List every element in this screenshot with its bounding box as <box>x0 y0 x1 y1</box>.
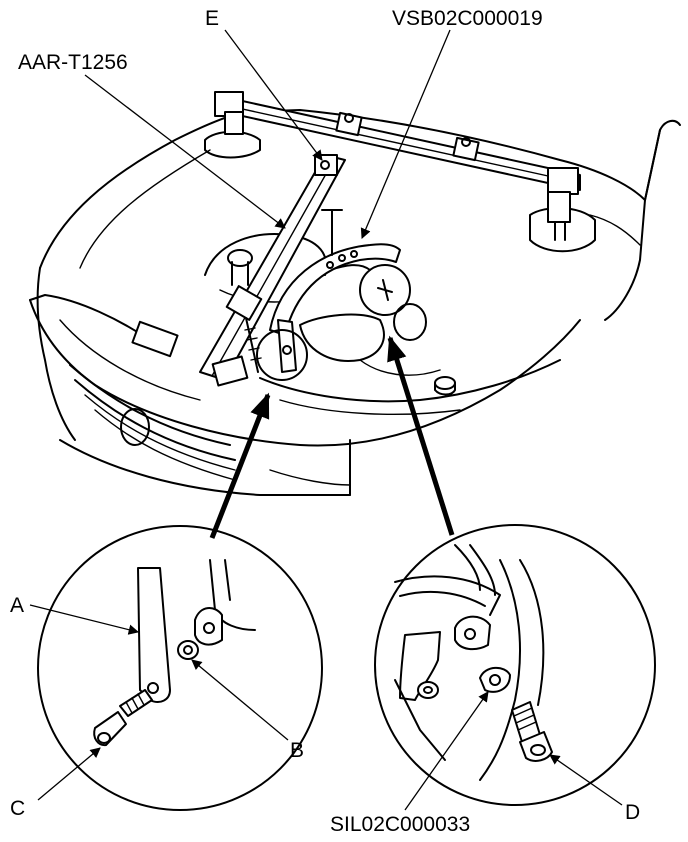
label-d: D <box>625 801 641 824</box>
engine-support-hanger <box>199 91 581 387</box>
detail-circle-right <box>374 524 656 806</box>
right-mount-highlight <box>359 264 411 316</box>
label-aar-t1256: AAR-T1256 <box>18 51 128 74</box>
label-c: C <box>10 797 26 820</box>
label-b: B <box>290 739 305 762</box>
label-a: A <box>10 594 25 617</box>
detail-circle-left <box>37 525 323 811</box>
left-mount-highlight <box>256 329 308 381</box>
vehicle-body <box>29 109 681 496</box>
leader-lines <box>29 29 623 811</box>
detail-arrows <box>209 335 455 539</box>
label-vsb02c000019: VSB02C000019 <box>392 7 543 30</box>
label-e: E <box>205 7 220 30</box>
label-sil02c000033: SIL02C000033 <box>330 813 471 836</box>
